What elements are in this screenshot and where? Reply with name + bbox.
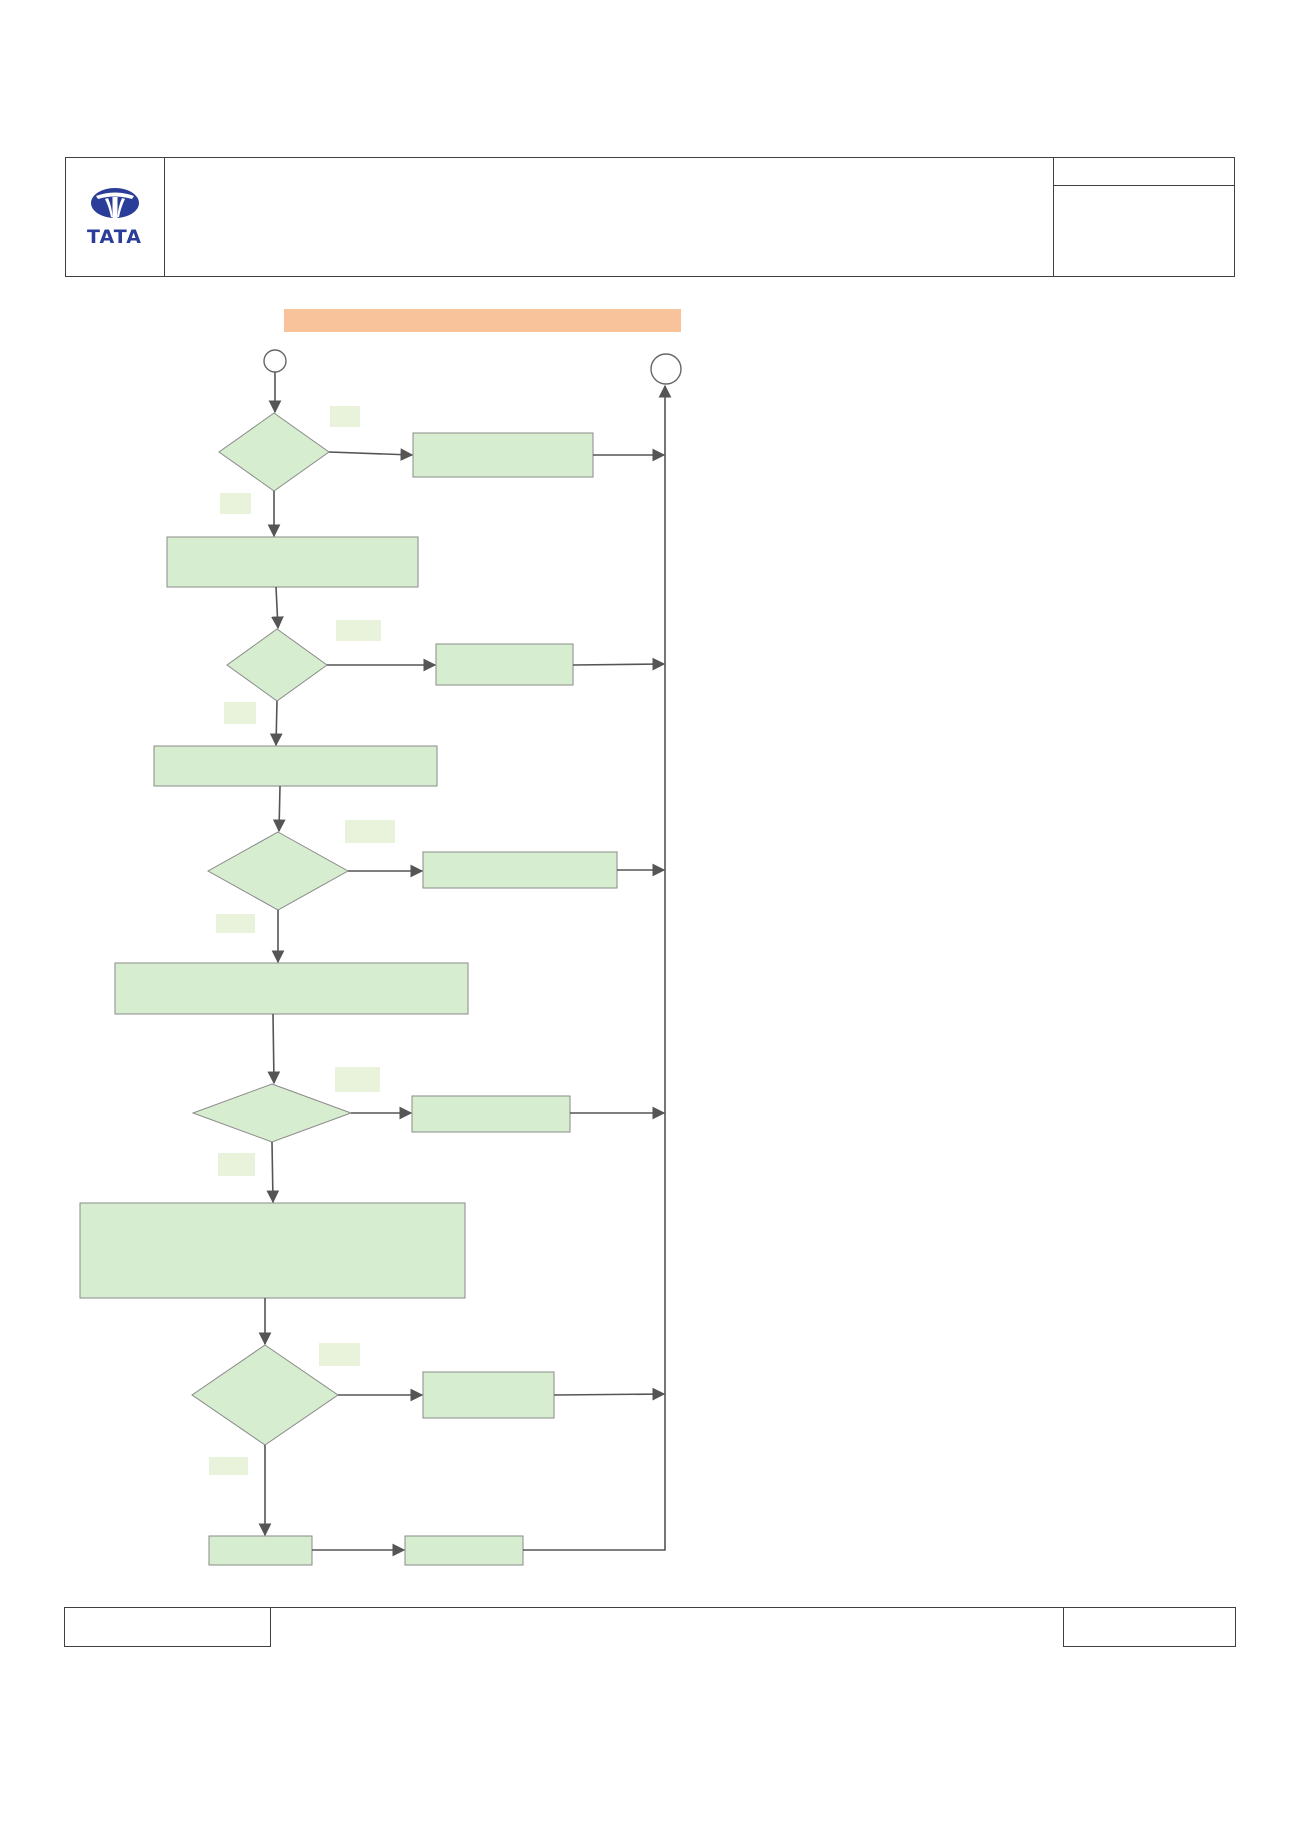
- process-3-right: [422, 851, 618, 889]
- process-final-1: [208, 1535, 313, 1566]
- process-4: [79, 1202, 466, 1299]
- footer-right-cell: [1063, 1607, 1236, 1647]
- decision-5: [191, 1344, 339, 1446]
- start-connector: [263, 349, 287, 373]
- decision-3-yes-label: [345, 820, 395, 843]
- doc-info-cell: [1053, 157, 1235, 277]
- tata-logo-icon: [90, 187, 139, 219]
- decision-3: [206, 831, 350, 911]
- decision-4-yes-label: [335, 1067, 380, 1092]
- decision-1-yes-label: [330, 406, 360, 427]
- connector: [328, 448, 414, 461]
- process-2: [153, 745, 438, 787]
- tata-logo: TATA: [87, 187, 142, 248]
- doc-info-divider: [1053, 185, 1235, 186]
- connector: [269, 700, 283, 747]
- process-5-right: [422, 1371, 555, 1419]
- connector: [572, 657, 666, 671]
- footer-left-cell: [64, 1607, 271, 1647]
- process-4-right: [411, 1095, 571, 1133]
- decision-2-yes-label: [336, 620, 381, 641]
- connector: [553, 1387, 666, 1401]
- process-1: [166, 536, 419, 588]
- logo-wordmark: TATA: [87, 225, 142, 248]
- logo-cell: TATA: [65, 157, 165, 277]
- footer-divider: [271, 1607, 1063, 1608]
- decision-5-no-label: [209, 1457, 248, 1475]
- decision-4-no-label: [218, 1153, 255, 1176]
- connector: [272, 785, 286, 833]
- end-connector: [650, 353, 682, 385]
- decision-2-no-label: [224, 702, 256, 724]
- process-1-right: [412, 432, 594, 478]
- decision-1: [218, 412, 330, 492]
- decision-2: [226, 628, 328, 702]
- decision-3-no-label: [216, 914, 255, 933]
- process-final-2: [404, 1535, 524, 1566]
- process-3: [114, 962, 469, 1015]
- document-header: [65, 157, 1235, 277]
- connector: [266, 1141, 280, 1204]
- decision-1-no-label: [220, 493, 251, 514]
- return-line: [523, 384, 672, 1551]
- connector: [267, 1013, 281, 1085]
- flow-title-banner: [284, 309, 681, 332]
- process-2-right: [435, 643, 574, 686]
- connector: [271, 586, 284, 630]
- decision-4: [191, 1083, 353, 1143]
- decision-5-yes-label: [319, 1343, 360, 1366]
